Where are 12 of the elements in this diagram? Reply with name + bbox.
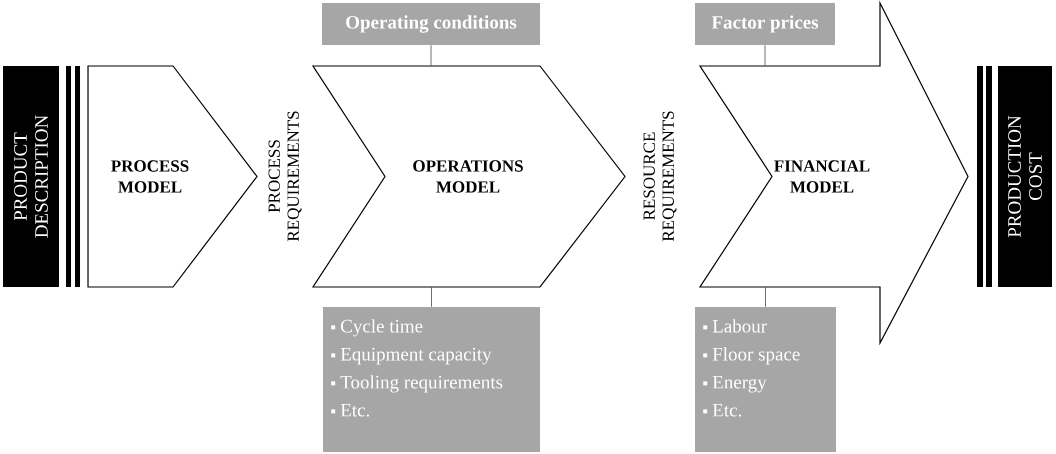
label-box: Factor prices: [695, 3, 835, 45]
connector-line: [764, 44, 766, 67]
connector-line: [431, 286, 432, 308]
label-box: Operating conditions: [322, 3, 540, 45]
dark-box: PRODUCTION COST: [977, 66, 1052, 287]
list-box: Labour Floor space Energy Etc.: [695, 307, 836, 452]
rotated-label: PROCESS REQUIREMENTS: [268, 111, 302, 242]
connector-line: [765, 286, 766, 308]
list-box: Cycle time Equipment capacity Tooling requirements Etc.: [323, 307, 540, 452]
dark-box: PRODUCT DESCRIPTION: [3, 66, 80, 287]
connector-line: [430, 44, 432, 67]
rotated-label: RESOURCE REQUIREMENTS: [643, 111, 677, 242]
